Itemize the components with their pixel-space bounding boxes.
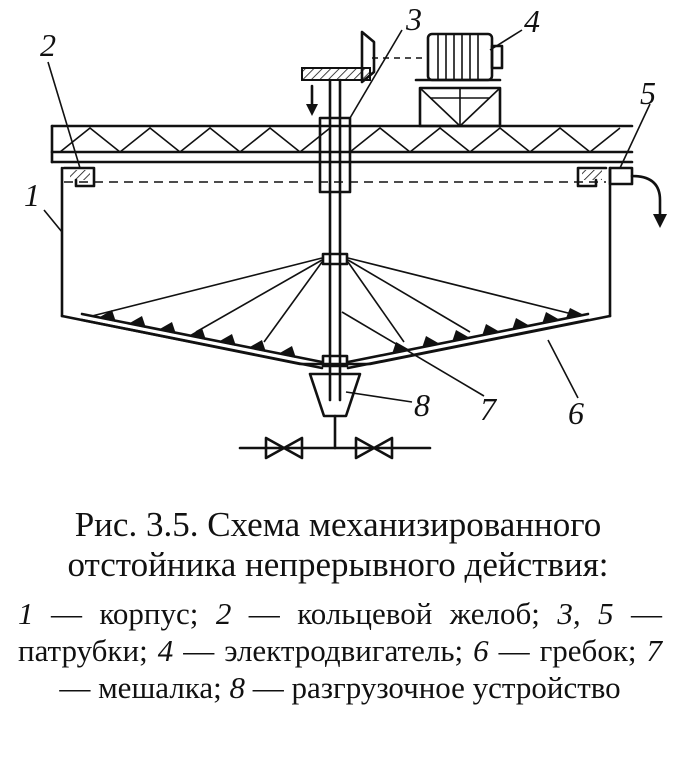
discharge-device <box>238 372 432 460</box>
label-1-body: 1 <box>24 177 40 213</box>
caption-title: Рис. 3.5. Схема механизированного отстой… <box>67 505 609 584</box>
legend-item: 8 — разгрузочное устройство <box>229 670 621 705</box>
legend-item: 6 — гребок; <box>473 633 647 668</box>
legend-item: 2 — кольцевой желоб; <box>215 596 558 631</box>
settler-diagram: 2 1 3 4 5 6 7 8 <box>24 1 667 460</box>
leader-lines <box>43 29 651 403</box>
label-7: 7 <box>480 391 498 427</box>
legend-item: 4 — электродвигатель; <box>157 633 474 668</box>
label-4: 4 <box>524 3 540 39</box>
label-1-trough: 2 <box>40 27 56 63</box>
central-shaft <box>318 78 352 402</box>
stirrer-arms <box>91 257 581 343</box>
outlet-nozzle <box>608 166 667 228</box>
label-8: 8 <box>414 387 430 423</box>
figure-caption: Рис. 3.5. Схема механизированного отстой… <box>0 500 676 706</box>
rake <box>80 308 590 370</box>
truss-bridge <box>50 124 634 164</box>
electric-motor <box>414 32 504 128</box>
rotation-arrow <box>306 84 318 116</box>
ring-trough <box>62 166 608 188</box>
bevel-gear <box>301 30 376 84</box>
caption-legend: 1 — корпус; 2 — кольцевой желоб; 3, 5 — … <box>0 595 676 706</box>
vessel-body <box>60 166 612 366</box>
label-6: 6 <box>568 395 584 431</box>
legend-item: 7 — мешалка; <box>59 633 663 705</box>
legend-item: 1 — корпус; <box>18 596 216 631</box>
legend-item: 3, 5 — патрубки; <box>18 596 663 668</box>
label-3: 3 <box>405 1 422 37</box>
label-5: 5 <box>640 75 656 111</box>
